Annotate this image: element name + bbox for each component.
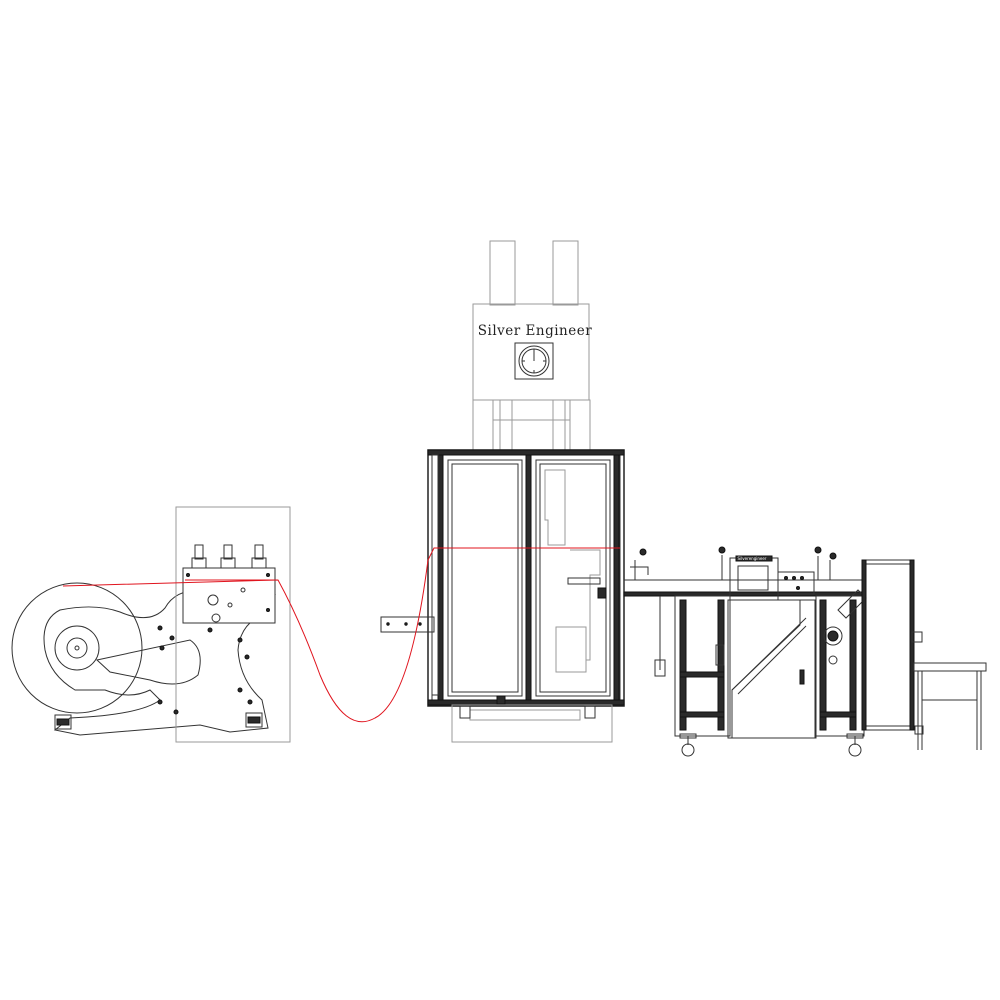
pressure-gauge-icon	[514, 342, 554, 380]
coil-hub-pin	[74, 645, 80, 651]
decoiler-foot-left	[54, 714, 72, 730]
table-top	[913, 662, 987, 672]
press-cylinder-right	[552, 240, 579, 306]
output-guard	[861, 559, 915, 731]
press-door-right[interactable]	[535, 459, 611, 697]
clamp-handles	[630, 546, 837, 580]
press: Silver Engineer	[380, 240, 625, 743]
press-column-right	[569, 399, 591, 453]
stacking-table	[913, 662, 987, 750]
press-door-left[interactable]	[447, 459, 523, 697]
press-brand-label: Silver Engineer	[478, 323, 592, 339]
decoiler	[11, 506, 291, 743]
conveyor-cabinet	[728, 599, 816, 739]
decoiler-arm	[43, 589, 276, 736]
coil-hub-outer	[54, 625, 100, 671]
press-crown	[472, 303, 590, 401]
press-column-left	[472, 399, 494, 453]
adjuster-screws	[191, 544, 267, 569]
straightener-head	[182, 567, 276, 624]
press-cylinder-left	[489, 240, 516, 306]
small-brand-label: Silverengineer	[738, 556, 767, 561]
coil-outer	[11, 582, 143, 714]
press-base	[451, 704, 613, 743]
coil-hub-inner	[66, 637, 88, 659]
decoiler-foot-right	[245, 712, 263, 728]
feed-roller-icon	[823, 626, 843, 646]
decoiler-backplate	[175, 506, 291, 743]
cutting-conveyor: Silverengineer	[623, 546, 924, 757]
conveyor-frame-left	[674, 595, 731, 737]
caster-wheels	[679, 725, 924, 757]
decoiler-arm-inner	[95, 639, 201, 685]
strip-material-path	[62, 547, 620, 723]
